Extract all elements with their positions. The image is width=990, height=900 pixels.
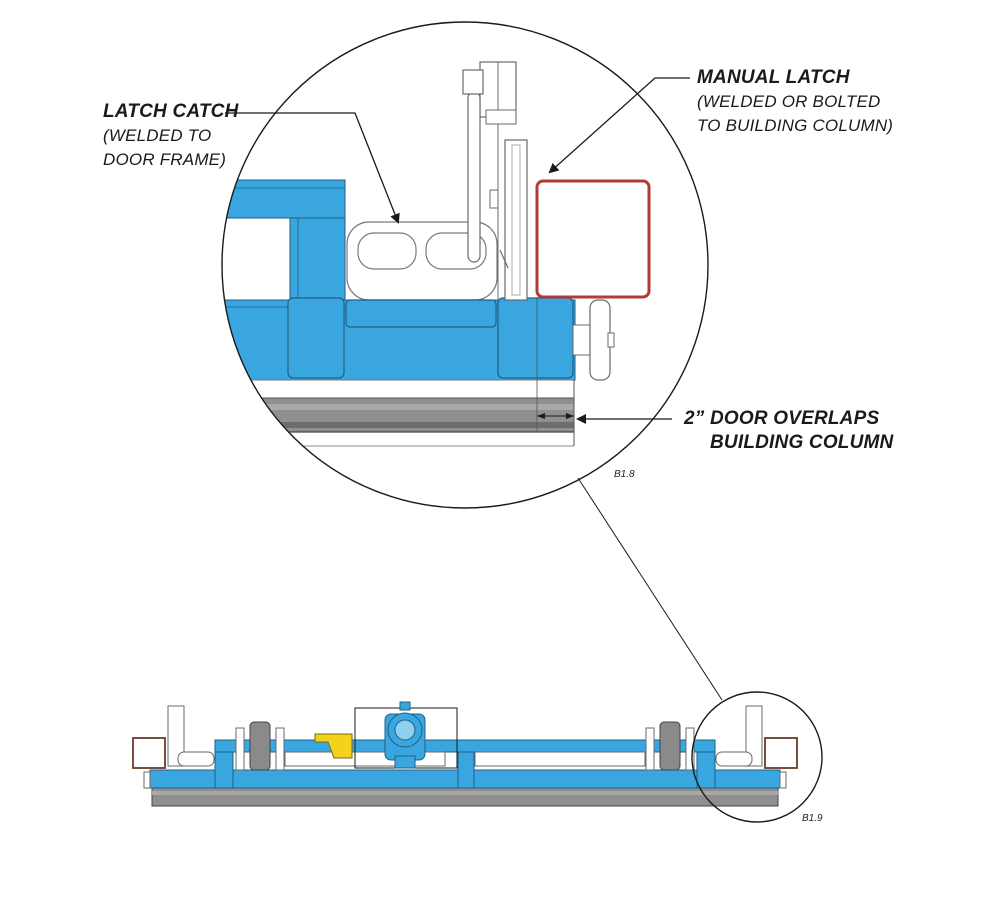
- overview-detail-circle: [691, 691, 823, 823]
- manual-latch-callout: MANUAL LATCH (WELDED OR BOLTED TO BUILDI…: [697, 66, 893, 138]
- latch-catch-line1: (WELDED TO: [103, 126, 212, 145]
- overlap-line1: 2” DOOR OVERLAPS: [684, 408, 880, 429]
- manual-latch-leader: [548, 77, 690, 174]
- upper-frame-arm: [222, 179, 346, 219]
- latch-catch-line2: DOOR FRAME): [103, 150, 227, 169]
- frame-post: [289, 217, 346, 301]
- detail-figure-ref: B1.8: [614, 469, 635, 480]
- overview-door: [132, 701, 798, 807]
- right-column: [764, 737, 798, 769]
- detail-connector: [577, 477, 723, 701]
- detail-circle: [221, 21, 709, 509]
- latch-catch-callout: LATCH CATCH (WELDED TO DOOR FRAME): [103, 100, 239, 172]
- overview-figure-ref: B1.9: [802, 813, 823, 824]
- manual-latch-assembly: [462, 61, 528, 301]
- building-column: [535, 179, 651, 299]
- overlap-line2: BUILDING COLUMN: [710, 432, 894, 453]
- detail-view: [222, 61, 651, 447]
- gearbox: [314, 733, 353, 759]
- manual-latch-title: MANUAL LATCH: [697, 67, 850, 88]
- left-column: [132, 737, 166, 769]
- manual-latch-line2: TO BUILDING COLUMN): [697, 116, 894, 135]
- guide-wheel: [572, 299, 615, 381]
- overlap-dimension: [537, 413, 574, 419]
- latch-catch-leader: [225, 112, 400, 224]
- manual-latch-line1: (WELDED OR BOLTED: [697, 92, 881, 111]
- latch-catch-title: LATCH CATCH: [103, 101, 239, 122]
- overlap-callout: 2” DOOR OVERLAPS BUILDING COLUMN: [684, 407, 893, 455]
- latch-catch-plate: [346, 221, 498, 301]
- drive-motor: [384, 701, 426, 769]
